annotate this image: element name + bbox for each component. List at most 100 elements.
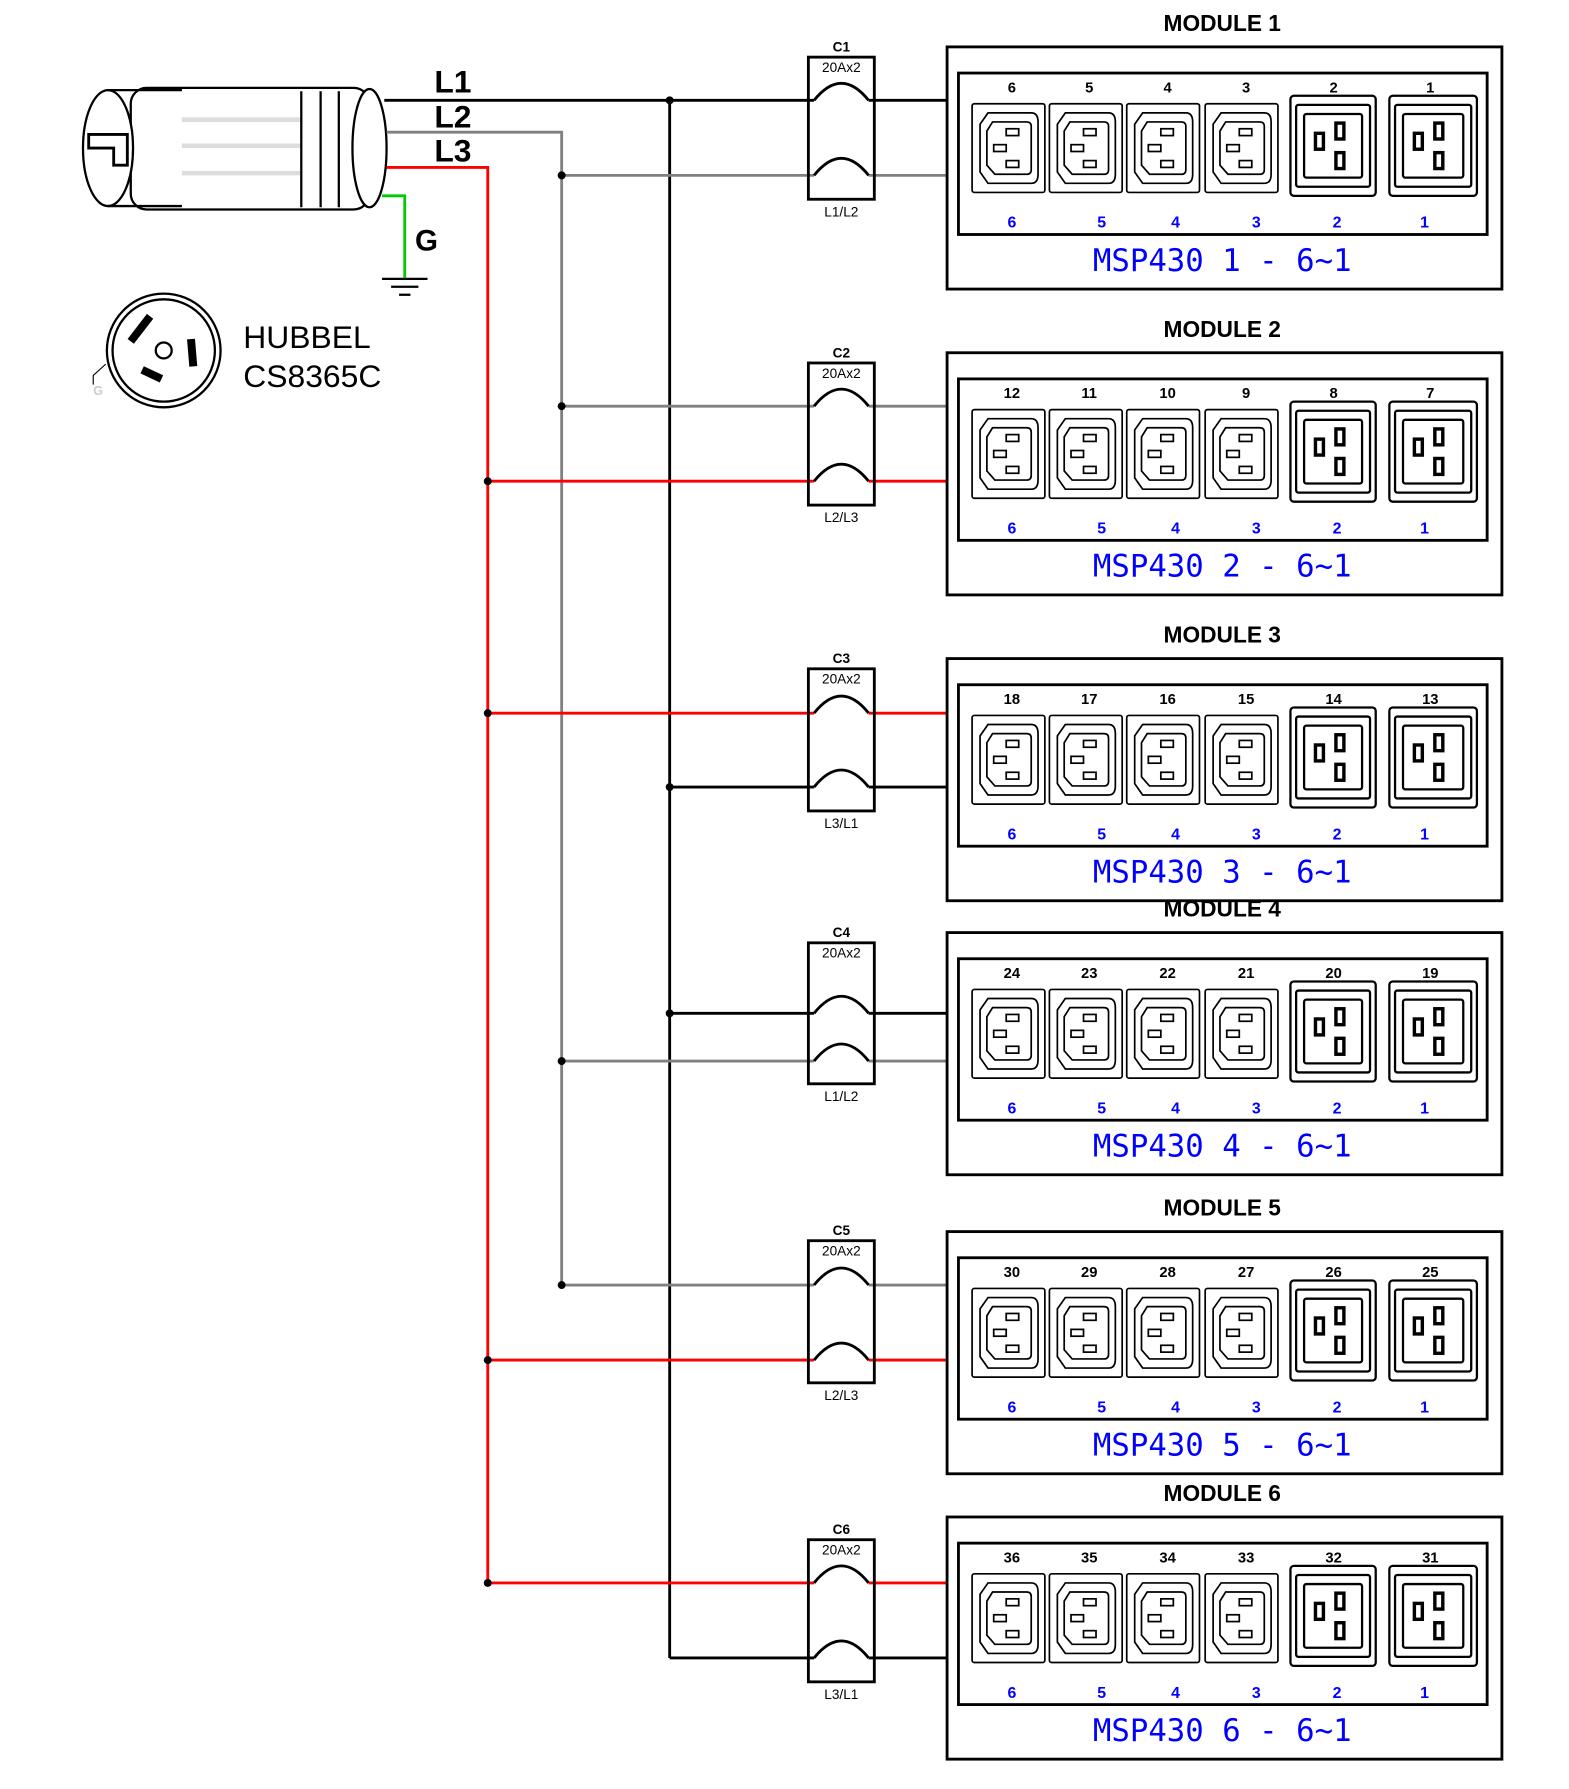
outlet-number: 27 (1238, 1265, 1254, 1281)
port-number: 2 (1333, 1100, 1342, 1117)
c13-outlet-icon[interactable] (1204, 1287, 1279, 1378)
c19-outlet-icon[interactable] (1289, 94, 1377, 197)
breaker-rating: 20Ax2 (822, 1243, 861, 1258)
breaker-phases: L1/L2 (824, 1089, 858, 1104)
port-number: 1 (1420, 521, 1429, 538)
c13-outlet-icon[interactable] (1048, 102, 1124, 194)
c13-outlet-icon[interactable] (1048, 714, 1124, 805)
breaker-contact-icon (812, 1341, 870, 1361)
c19-outlet-icon[interactable] (1388, 400, 1479, 503)
c13-outlet-icon[interactable] (971, 408, 1046, 500)
breaker-c4 (806, 941, 876, 1086)
c19-outlet-icon[interactable] (1388, 980, 1479, 1083)
port-number: 3 (1252, 215, 1261, 232)
junction-dot (665, 1009, 674, 1018)
breaker-contact-icon (812, 82, 870, 102)
breaker-phases: L2/L3 (824, 510, 858, 525)
port-number: 4 (1171, 1399, 1180, 1416)
c13-outlet-icon[interactable] (1204, 408, 1279, 500)
c19-outlet-icon[interactable] (1289, 980, 1377, 1083)
pdu-box (945, 1230, 1504, 1476)
c13-outlet-icon[interactable] (1125, 714, 1201, 805)
pdu-label: MSP430 2 - 6~1 (1093, 550, 1352, 585)
c13-outlet-icon[interactable] (1048, 408, 1124, 500)
breaker-name: C4 (833, 925, 851, 940)
port-number: 1 (1420, 215, 1429, 232)
c19-outlet-icon[interactable] (1289, 706, 1377, 809)
module-title: MODULE 4 (1164, 896, 1282, 922)
outlet-panel (957, 377, 1489, 542)
port-number: 3 (1252, 1100, 1261, 1117)
outlet-number: 14 (1325, 692, 1342, 708)
outlet-number: 15 (1238, 692, 1254, 708)
ground-wire (382, 194, 407, 278)
outlet-number: 20 (1325, 966, 1341, 982)
c13-outlet-icon[interactable] (1204, 988, 1279, 1079)
breaker-contact-icon (812, 694, 870, 715)
junction-dot (557, 1057, 566, 1066)
breaker-contact-icon (812, 1266, 870, 1286)
port-number: 5 (1097, 521, 1106, 538)
c19-outlet-icon[interactable] (1388, 1279, 1479, 1382)
breaker-phases: L3/L1 (824, 1687, 858, 1702)
outlet-number: 31 (1422, 1550, 1438, 1566)
outlet-panel (957, 1541, 1489, 1707)
c19-outlet-icon[interactable] (1289, 400, 1377, 503)
port-number: 6 (1007, 521, 1016, 538)
outlet-number: 36 (1004, 1550, 1020, 1566)
outlet-number: 9 (1242, 386, 1250, 402)
plug-model: CS8365C (243, 358, 381, 394)
module-title: MODULE 1 (1164, 10, 1281, 36)
outlet-number: 35 (1081, 1550, 1097, 1566)
plug-brand: HUBBEL (243, 319, 370, 355)
outlet-number: 25 (1422, 1265, 1438, 1281)
junction-dot (557, 171, 566, 180)
outlet-panel (957, 71, 1489, 236)
port-number: 1 (1420, 826, 1429, 843)
c13-outlet-icon[interactable] (1048, 1287, 1124, 1378)
c13-outlet-icon[interactable] (971, 714, 1046, 805)
c13-outlet-icon[interactable] (971, 102, 1046, 194)
port-number: 6 (1007, 1100, 1016, 1117)
c13-outlet-icon[interactable] (1125, 1287, 1201, 1378)
c13-outlet-icon[interactable] (971, 1287, 1046, 1378)
junction-dot (665, 783, 674, 792)
c13-outlet-icon[interactable] (1204, 1572, 1279, 1664)
c13-outlet-icon[interactable] (1048, 1572, 1124, 1664)
junction-dot (483, 1578, 492, 1587)
c13-outlet-icon[interactable] (1048, 988, 1124, 1079)
breaker-c1 (806, 55, 876, 201)
c19-outlet-icon[interactable] (1289, 1279, 1377, 1382)
c19-outlet-icon[interactable] (1388, 1564, 1479, 1668)
module-title: MODULE 2 (1164, 316, 1281, 342)
pdu-box (945, 931, 1504, 1177)
c19-outlet-icon[interactable] (1289, 1564, 1377, 1668)
outlet-number: 3 (1242, 80, 1250, 96)
c13-outlet-icon[interactable] (971, 1572, 1046, 1664)
c13-outlet-icon[interactable] (1204, 102, 1279, 194)
c13-outlet-icon[interactable] (1125, 408, 1201, 500)
c13-outlet-icon[interactable] (1125, 1572, 1201, 1664)
outlet-number: 18 (1004, 692, 1020, 708)
breaker-c6 (806, 1538, 876, 1684)
breaker-contact-icon (812, 1639, 870, 1659)
port-number: 6 (1007, 826, 1016, 843)
port-number: 1 (1420, 1685, 1429, 1702)
breaker-contact-icon (812, 462, 870, 483)
breaker-phases: L1/L2 (824, 204, 858, 219)
port-number: 4 (1171, 521, 1180, 538)
c19-outlet-icon[interactable] (1388, 706, 1479, 809)
c13-outlet-icon[interactable] (1125, 102, 1201, 194)
breaker-name: C6 (833, 1522, 851, 1537)
c19-outlet-icon[interactable] (1388, 94, 1479, 197)
c13-outlet-icon[interactable] (1204, 714, 1279, 805)
c13-outlet-icon[interactable] (971, 988, 1046, 1079)
junction-dot (557, 402, 566, 411)
c13-outlet-icon[interactable] (1125, 988, 1201, 1079)
breaker-contact-icon (812, 1564, 870, 1584)
port-number: 6 (1007, 1685, 1016, 1702)
